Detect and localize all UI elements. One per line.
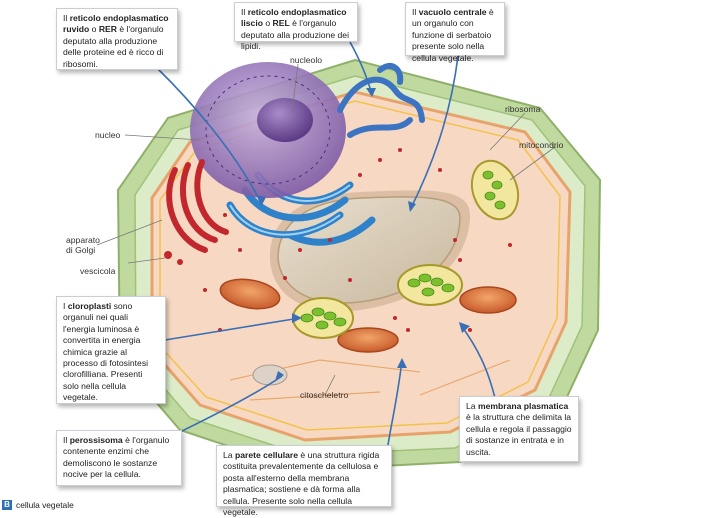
- callout-parete: La parete cellulare è una struttura rigi…: [216, 445, 392, 517]
- nucleolus: [257, 98, 313, 142]
- label-mitocondrio: mitocondrio: [519, 140, 564, 150]
- label-ribosoma: ribosoma: [505, 104, 541, 114]
- smooth-er: [337, 62, 425, 138]
- figure-badge: B: [2, 500, 12, 510]
- ribosomes: [203, 148, 512, 332]
- figure-caption: B cellula vegetale: [2, 500, 74, 510]
- callout-membrana: La membrana plasmatica è la struttura ch…: [459, 396, 579, 462]
- label-nucleolo: nucleolo: [290, 55, 323, 65]
- callout-perossisoma: Il perossisoma è l'organulo contenente e…: [56, 430, 182, 486]
- golgi-apparatus: [166, 159, 229, 253]
- callout-rel: Il reticolo endoplasmatico liscio o REL …: [234, 2, 358, 51]
- label-citoscheletro: citoscheletro: [300, 390, 349, 400]
- callout-cloroplasti: I cloroplasti sono organuli nei quali l'…: [56, 296, 166, 404]
- leader-lines: [96, 63, 556, 396]
- label-vescicola: vescicola: [80, 266, 116, 276]
- label-golgi: apparato di Golgi: [66, 235, 100, 255]
- chloroplasts: [292, 159, 520, 339]
- callout-rer: Il reticolo endoplasmatico ruvido o RER …: [56, 8, 178, 70]
- pointer-lines: [154, 41, 496, 446]
- mitochondria: [219, 278, 517, 353]
- callout-vacuolo: Il vacuolo centrale è un organulo con fu…: [405, 2, 505, 63]
- figure-caption-text: cellula vegetale: [16, 500, 74, 510]
- peroxisome: [252, 364, 288, 386]
- label-nucleo: nucleo: [95, 130, 121, 140]
